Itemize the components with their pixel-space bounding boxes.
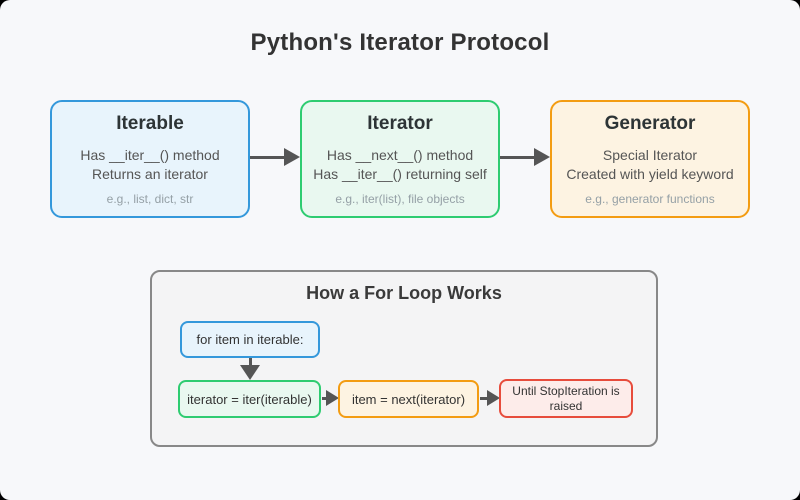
node-title: Iterable [116,113,184,134]
node-description-line: Created with yield keyword [566,166,734,182]
node-generator: Generator Special Iterator Created with … [550,100,750,218]
node-iterable: Iterable Has __iter__() method Returns a… [50,100,250,218]
node-title: Generator [604,113,696,134]
arrow-stem [500,155,536,159]
arrow-stem [322,396,328,400]
arrow-head-icon [326,390,339,406]
arrow-next-to-stop [480,390,500,408]
node-example: e.g., iter(list), file objects [335,192,465,206]
arrow-iter-to-next [322,390,339,408]
node-description-line: Has __iter__() returning self [313,166,487,182]
step-next-call: item = next(iterator) [338,380,479,418]
arrow-head-icon [240,365,260,380]
node-description-line: Has __next__() method [326,147,474,163]
step-stopiteration: Until StopIteration is raised [499,379,633,418]
node-description-line: Has __iter__() method [80,147,220,163]
node-example: e.g., generator functions [585,192,715,206]
node-description-line: Special Iterator [602,147,698,163]
arrow-head-icon [487,390,500,406]
node-example: e.g., list, dict, str [106,192,194,206]
arrow-stem [248,358,252,367]
arrow-stem [480,396,489,400]
for-loop-title: How a For Loop Works [306,283,502,303]
node-title: Iterator [367,113,433,134]
step-for-item: for item in iterable: [180,321,320,358]
arrow-iterable-to-iterator [250,148,300,166]
node-description-line: Returns an iterator [92,166,208,182]
page-title: Python's Iterator Protocol [250,29,550,56]
node-iterator: Iterator Has __next__() method Has __ite… [300,100,500,218]
arrow-head-icon [534,148,550,166]
arrow-iterator-to-generator [500,148,550,166]
step-iterator-assignment: iterator = iter(iterable) [178,380,321,418]
arrow-for-to-iter [240,358,260,380]
arrow-head-icon [284,148,300,166]
arrow-stem [250,155,286,159]
